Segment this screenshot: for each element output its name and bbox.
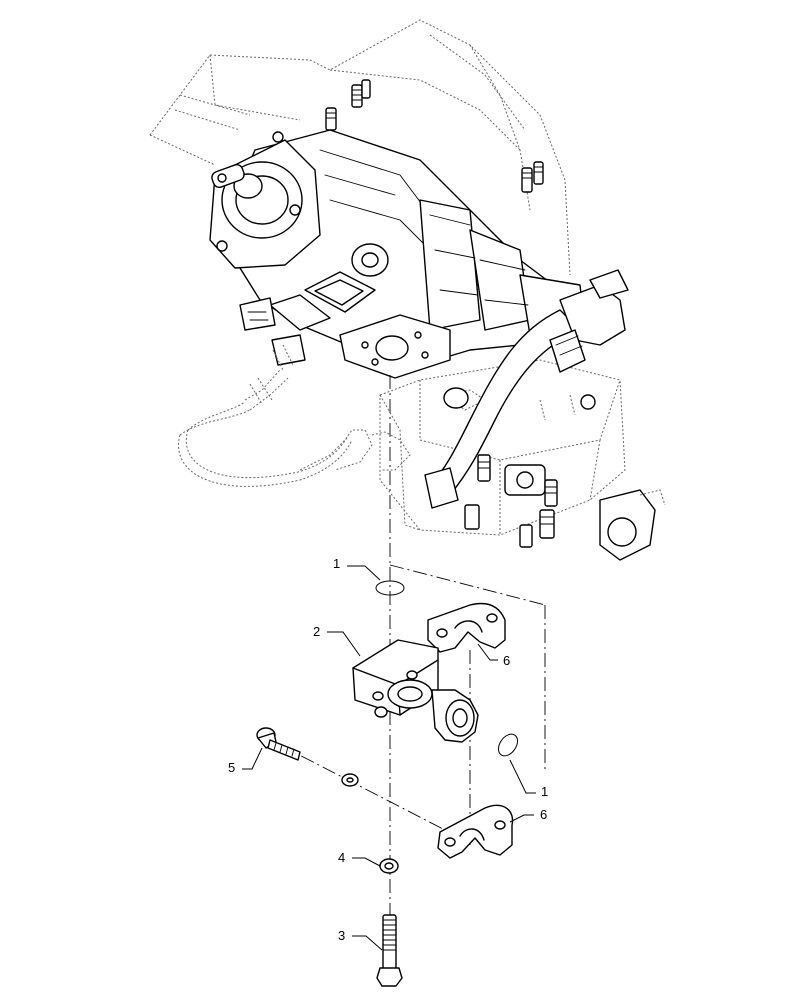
split-flange-clamp-lower bbox=[437, 804, 514, 859]
callout-6-lower-clamp: 6 bbox=[509, 807, 547, 823]
lock-washer-small bbox=[341, 773, 359, 787]
studs-on-housing bbox=[325, 79, 544, 193]
o-ring-upper bbox=[375, 580, 405, 596]
svg-text:2: 2 bbox=[313, 624, 320, 639]
assembly-center-lines bbox=[279, 375, 546, 985]
flange-bolt-short bbox=[256, 727, 301, 761]
callout-3-long-bolt: 3 bbox=[338, 928, 383, 951]
svg-text:1: 1 bbox=[541, 784, 548, 799]
hose-assembly-ghost bbox=[178, 344, 411, 487]
svg-text:6: 6 bbox=[503, 653, 510, 668]
o-ring-lower bbox=[497, 733, 519, 757]
split-flange-clamp-upper bbox=[427, 602, 506, 653]
callout-6-upper-clamp: 6 bbox=[477, 643, 510, 668]
svg-text:6: 6 bbox=[540, 807, 547, 822]
side-fitting-right bbox=[599, 489, 666, 561]
callout-1-lower-o-ring: 1 bbox=[509, 759, 548, 799]
svg-text:3: 3 bbox=[338, 928, 345, 943]
pump-sensor-bracket bbox=[239, 297, 306, 366]
hydraulic-pump-assembly bbox=[209, 129, 586, 379]
svg-text:5: 5 bbox=[228, 760, 235, 775]
callout-5-short-bolt: 5 bbox=[228, 747, 263, 775]
svg-text:4: 4 bbox=[338, 850, 345, 865]
callout-2-flange-adapter: 2 bbox=[313, 624, 361, 657]
valve-fittings bbox=[443, 387, 596, 548]
svg-text:1: 1 bbox=[333, 556, 340, 571]
callout-4-washer: 4 bbox=[338, 850, 381, 867]
callout-1-upper-o-ring: 1 bbox=[333, 556, 381, 581]
return-pipe bbox=[424, 269, 629, 509]
engine-housing-background bbox=[149, 19, 571, 276]
hardened-washer bbox=[379, 858, 399, 874]
flange-adapter-block bbox=[352, 639, 479, 743]
flange-bolt-long bbox=[376, 914, 403, 987]
